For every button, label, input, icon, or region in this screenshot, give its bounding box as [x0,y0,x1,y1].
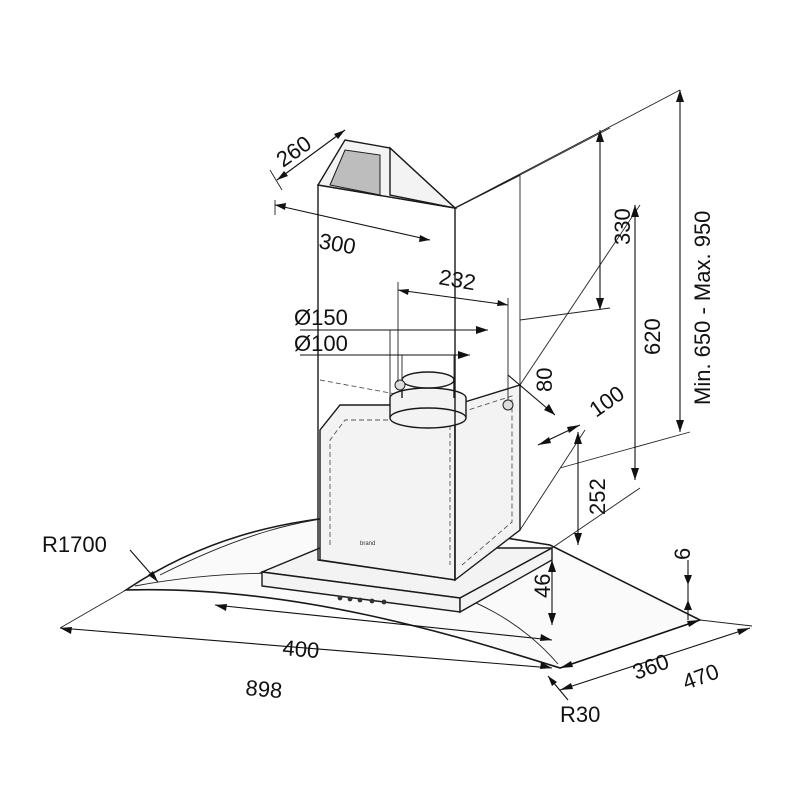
reference-lines [454,89,691,549]
label-lower-chimney-height: 620 [640,318,665,355]
label-overall-width: 898 [245,675,284,703]
dimension-lines [59,90,753,701]
label-outlet-offset: 80 [532,368,557,392]
label-canopy-height: 46 [530,574,555,598]
label-glass-thickness: 6 [670,548,695,560]
label-outlet-diameter-large: Ø150 [294,305,348,330]
control-buttons [337,595,387,605]
label-chimney-depth: 260 [272,131,316,173]
label-total-height-range: Min. 650 - Max. 950 [690,211,715,405]
label-upper-chimney-height: 330 [610,208,635,245]
label-body-width: 400 [282,635,321,663]
svg-text:brand: brand [360,541,375,547]
label-outlet-spacing: 232 [437,264,478,295]
label-outlet-diameter-small: Ø100 [294,331,348,356]
label-glass-radius: R1700 [42,532,107,557]
label-chimney-width: 300 [317,228,358,259]
label-body-height: 252 [585,478,610,515]
motor-housing: brand [319,379,521,582]
chimney-cover [316,139,521,581]
label-body-depth: 360 [629,649,672,685]
label-overall-depth: 470 [679,659,722,695]
label-body-offset: 100 [585,381,629,423]
label-corner-radius: R30 [560,702,600,727]
